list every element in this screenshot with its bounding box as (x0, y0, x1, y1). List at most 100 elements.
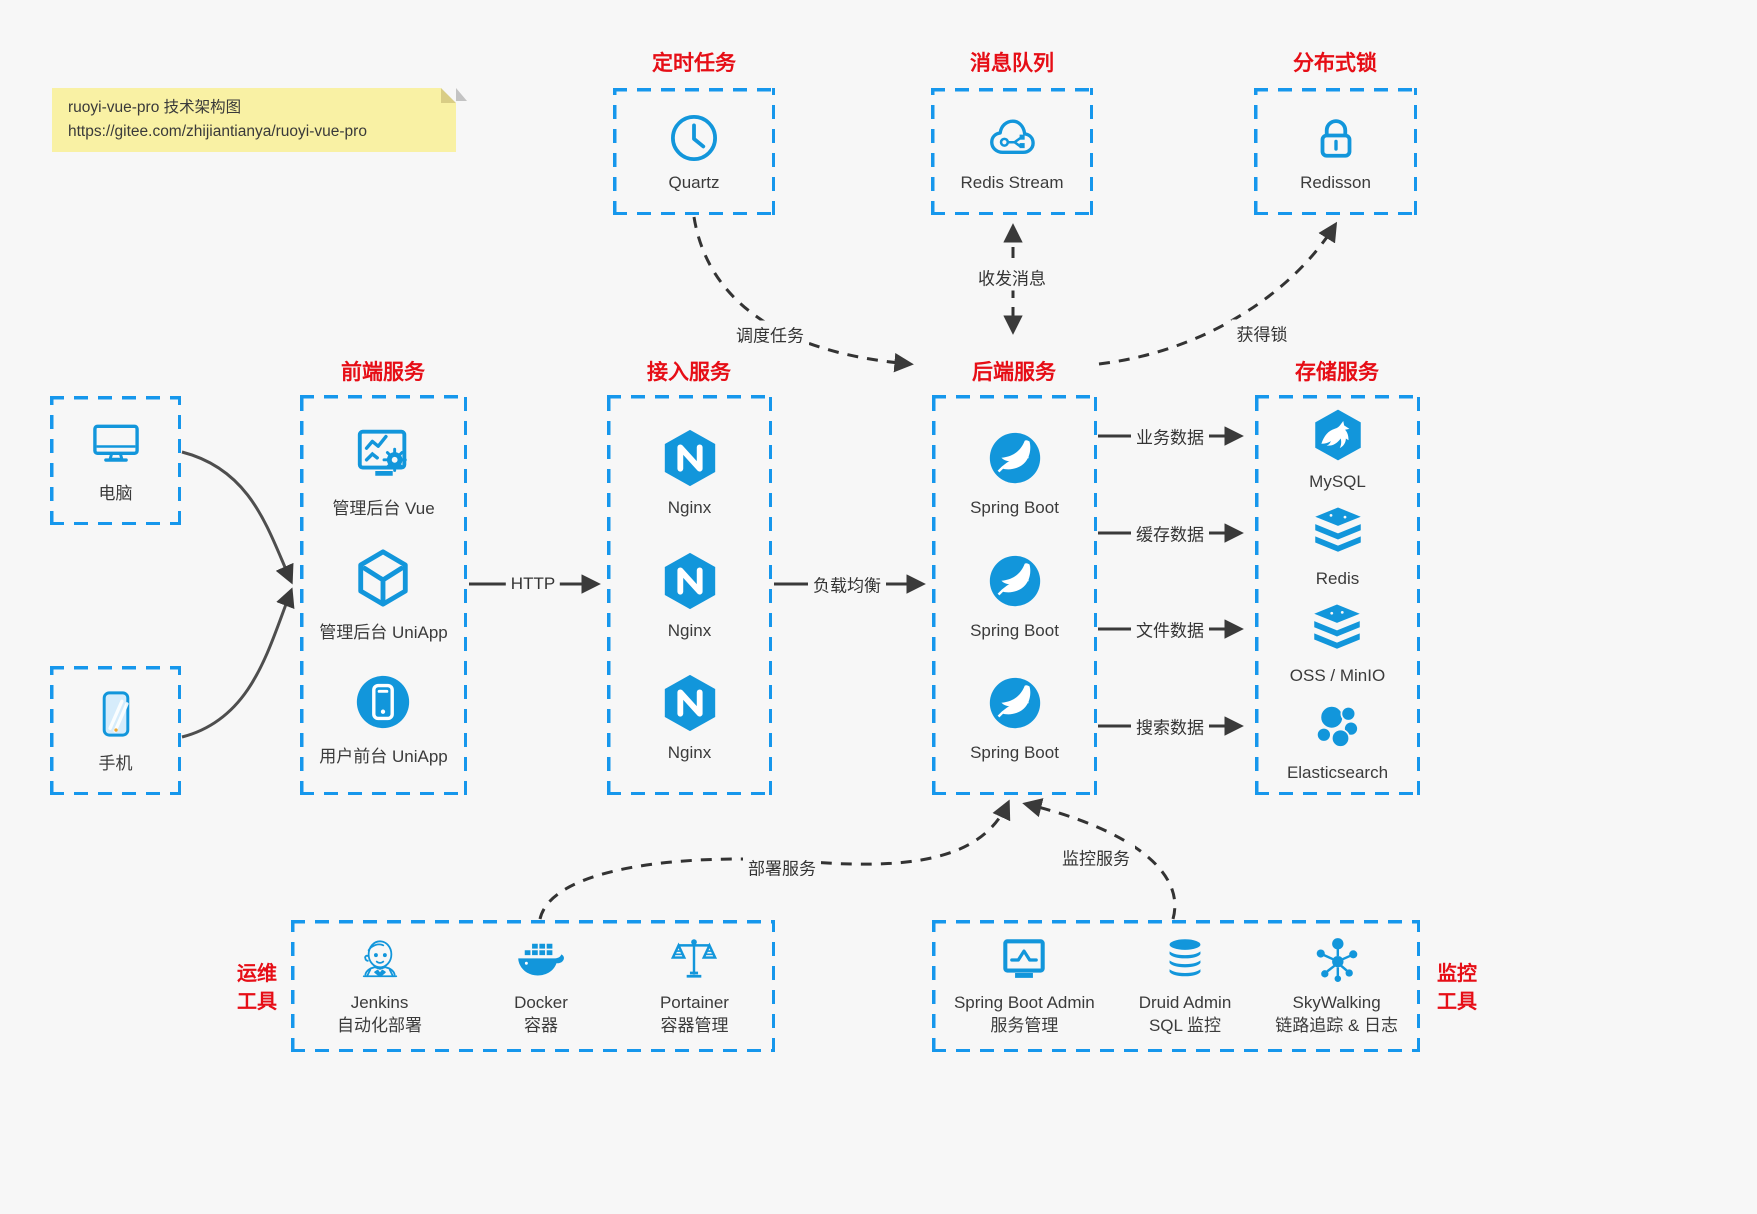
redisson-box: Redisson (1254, 88, 1417, 215)
node-label: Redisson (1300, 172, 1371, 192)
node-sublabel: 服务管理 (990, 1016, 1059, 1035)
edge-label-load-balance: 负载均衡 (808, 570, 886, 598)
storage-services-box: MySQL Redis OSS / MinIO Elasticsearch (1255, 395, 1420, 795)
monitor-tools-title-line1: 监控 (1437, 963, 1477, 985)
desktop-icon (89, 417, 143, 471)
note-url: https://gitee.com/zhijiantianya/ruoyi-vu… (68, 123, 367, 141)
nginx-icon (659, 550, 721, 612)
node-label: 管理后台 UniApp (319, 623, 448, 642)
edge-label-deploy-service: 部署服务 (743, 853, 821, 881)
node-redisson: Redisson (1300, 111, 1371, 193)
mysql-icon (1310, 407, 1366, 463)
springboot-admin-icon (998, 934, 1050, 986)
node-quartz: Quartz (667, 111, 721, 193)
node-docker: Docker 容器 (514, 934, 568, 1038)
backend-services-box: Spring Boot Spring Boot Spring Boot (932, 395, 1097, 795)
node-oss-minio: OSS / MinIO (1290, 601, 1385, 686)
node-admin-uniapp: 管理后台 UniApp (319, 547, 448, 643)
node-label: 电脑 (98, 484, 133, 503)
node-elasticsearch: Elasticsearch (1287, 698, 1388, 783)
node-sublabel: 容器 (523, 1016, 558, 1035)
group-title-gateway: 接入服务 (647, 361, 731, 384)
node-label: Spring Boot (970, 620, 1059, 640)
node-label: Jenkins (350, 993, 409, 1013)
note-title: ruoyi-vue-pro 技术架构图 (68, 99, 242, 116)
jenkins-icon (354, 934, 406, 986)
node-admin-vue: 管理后台 Vue (332, 423, 435, 519)
group-title-distributed-lock: 分布式锁 (1293, 52, 1377, 75)
node-redis: Redis (1310, 504, 1366, 589)
node-nginx-2: Nginx (659, 550, 721, 641)
node-portainer: Portainer 容器管理 (660, 934, 729, 1038)
admin-dashboard-icon (353, 423, 415, 485)
node-sublabel: 自动化部署 (337, 1016, 423, 1035)
wire-monitor-service (1022, 798, 1177, 920)
node-label: OSS / MinIO (1289, 666, 1386, 685)
monitor-tools-title: 监控 工具 (1437, 960, 1477, 1016)
nginx-icon (659, 672, 721, 734)
node-skywalking: SkyWalking 链路追踪 & 日志 (1275, 934, 1398, 1038)
spring-icon (984, 550, 1046, 612)
uniapp-cube-icon (352, 547, 414, 609)
node-label: Quartz (668, 172, 720, 192)
node-label: Spring Boot (970, 497, 1059, 517)
phone-client-box: 手机 (50, 666, 181, 795)
mobile-app-icon (352, 671, 414, 733)
node-label: 用户前台 UniApp (319, 747, 448, 766)
redis-icon (1310, 504, 1366, 560)
edge-label-http: HTTP (505, 573, 561, 595)
node-nginx-1: Nginx (659, 427, 721, 518)
node-sublabel: 容器管理 (660, 1016, 729, 1035)
node-label: 管理后台 Vue (332, 499, 435, 518)
gateway-services-box: Nginx Nginx Nginx (607, 395, 772, 795)
node-jenkins: Jenkins 自动化部署 (337, 934, 422, 1038)
monitor-tools-title-line2: 工具 (1437, 991, 1477, 1013)
wire-pc-to-frontend (181, 450, 294, 585)
nginx-icon (659, 427, 721, 489)
edge-label-search-data: 搜索数据 (1131, 712, 1209, 740)
sticky-note: ruoyi-vue-pro 技术架构图 https://gitee.com/zh… (52, 88, 467, 153)
node-pc: 电脑 (89, 417, 143, 504)
portainer-icon (668, 934, 720, 986)
node-label: Nginx (667, 743, 712, 763)
node-springboot-admin: Spring Boot Admin 服务管理 (954, 934, 1095, 1038)
edge-label-schedule-task: 调度任务 (731, 320, 809, 348)
node-sublabel: SQL 监控 (1148, 1016, 1222, 1035)
edge-label-monitor-service: 监控服务 (1057, 843, 1135, 871)
edge-label-send-receive-message: 收发消息 (973, 263, 1051, 291)
elasticsearch-icon (1309, 698, 1365, 754)
node-label: Portainer (659, 993, 729, 1013)
node-user-uniapp: 用户前台 UniApp (319, 671, 448, 767)
smartphone-icon (89, 687, 143, 741)
group-title-storage: 存储服务 (1295, 361, 1379, 384)
redis-stream-box: Redis Stream (931, 88, 1093, 215)
node-label: Spring Boot (970, 743, 1059, 763)
edge-label-file-data: 文件数据 (1131, 615, 1209, 643)
edge-label-cache-data: 缓存数据 (1131, 519, 1209, 547)
monitor-tools-box: Spring Boot Admin 服务管理 Druid Admin SQL 监… (932, 920, 1420, 1052)
ops-tools-title-line1: 运维 (237, 963, 277, 985)
group-title-frontend: 前端服务 (341, 361, 425, 384)
node-druid-admin: Druid Admin SQL 监控 (1139, 934, 1231, 1038)
ops-tools-title-line2: 工具 (237, 991, 277, 1013)
node-label: Redis (1315, 569, 1360, 588)
edge-label-business-data: 业务数据 (1131, 422, 1209, 450)
lock-icon (1309, 111, 1363, 165)
group-title-message-queue: 消息队列 (970, 52, 1054, 75)
node-label: Docker (514, 993, 568, 1013)
node-label: 手机 (98, 754, 133, 773)
node-mysql: MySQL (1309, 407, 1366, 492)
oss-icon (1309, 601, 1365, 657)
spring-icon (984, 672, 1046, 734)
skywalking-icon (1311, 934, 1363, 986)
ops-tools-box: Jenkins 自动化部署 Docker 容器 Portainer 容器管理 (291, 920, 775, 1052)
node-springboot-2: Spring Boot (970, 550, 1059, 641)
wire-acquire-lock (1098, 221, 1338, 366)
node-springboot-1: Spring Boot (970, 427, 1059, 518)
node-label: Nginx (667, 497, 712, 517)
ops-tools-title: 运维 工具 (237, 960, 277, 1016)
wire-schedule-task (692, 216, 914, 373)
node-label: Nginx (667, 620, 712, 640)
